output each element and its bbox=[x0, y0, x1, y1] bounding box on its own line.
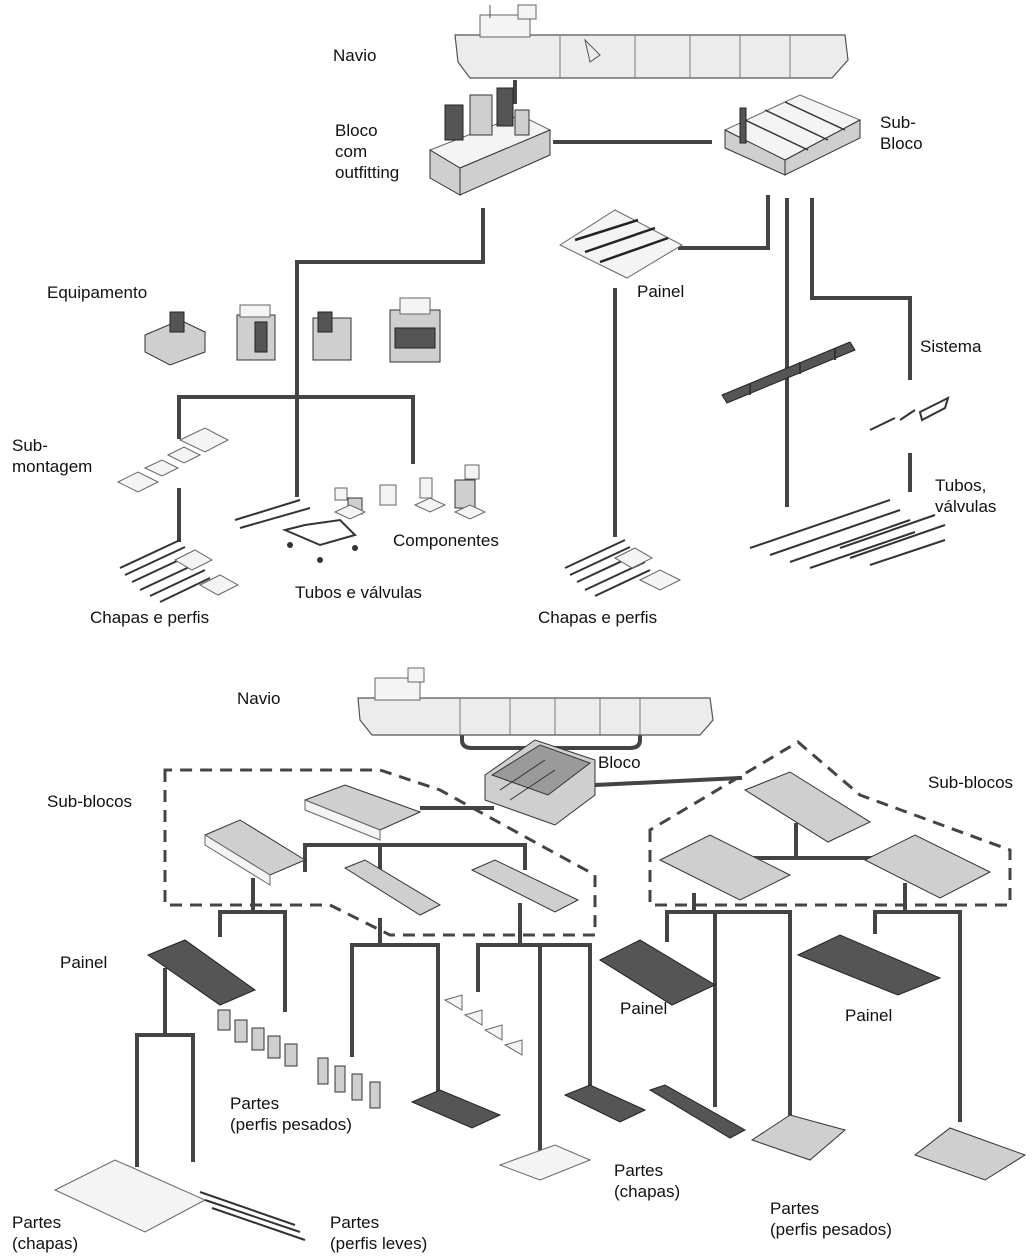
label-partes-perfis-leves: Partes (perfis leves) bbox=[330, 1212, 427, 1254]
label-componentes: Componentes bbox=[393, 530, 499, 551]
plates-profiles-mid-icon bbox=[565, 540, 680, 596]
label-sub-montagem: Sub- montagem bbox=[12, 435, 92, 477]
label-navio-top: Navio bbox=[333, 45, 376, 66]
plates-light-profiles-icons bbox=[55, 1160, 305, 1240]
label-partes-perfis-pesados-left: Partes (perfis pesados) bbox=[230, 1093, 352, 1135]
plates-profiles-left-icon bbox=[120, 540, 238, 602]
label-equipamento: Equipamento bbox=[47, 282, 147, 303]
label-painel-bottom-mid: Painel bbox=[620, 998, 667, 1019]
ship-top-icon bbox=[455, 5, 848, 78]
equipment-icons bbox=[145, 298, 440, 365]
panel-top-icon bbox=[560, 210, 682, 278]
label-tubos-valvulas-right: Tubos, válvulas bbox=[935, 475, 996, 517]
label-chapas-perfis-left: Chapas e perfis bbox=[90, 607, 209, 628]
label-sistema: Sistema bbox=[920, 336, 981, 357]
label-partes-perfis-pesados-right: Partes (perfis pesados) bbox=[770, 1198, 892, 1240]
label-tubos-e-valvulas: Tubos e válvulas bbox=[295, 582, 422, 603]
ship-bottom-icon bbox=[358, 668, 713, 735]
parts-misc-icons bbox=[412, 995, 1025, 1180]
label-sub-blocos-right: Sub-blocos bbox=[928, 772, 1013, 793]
label-painel-top: Painel bbox=[637, 281, 684, 302]
system-pipes-icon bbox=[870, 398, 948, 430]
label-partes-chapas-mid: Partes (chapas) bbox=[614, 1160, 680, 1202]
block-bottom-icon bbox=[485, 740, 595, 825]
label-painel-bottom-left: Painel bbox=[60, 952, 107, 973]
label-bloco-com-outfitting: Bloco com outfitting bbox=[335, 120, 399, 183]
sub-assembly-icon bbox=[118, 428, 228, 492]
label-sub-blocos-left: Sub-blocos bbox=[47, 791, 132, 812]
label-chapas-perfis-mid: Chapas e perfis bbox=[538, 607, 657, 628]
sub-block-icon bbox=[725, 95, 860, 175]
label-sub-bloco: Sub- Bloco bbox=[880, 112, 923, 154]
components-icon bbox=[335, 465, 485, 519]
pipes-valves-right-icon bbox=[750, 500, 945, 568]
label-navio-bottom: Navio bbox=[237, 688, 280, 709]
label-bloco: Bloco bbox=[598, 752, 641, 773]
block-outfitting-icon bbox=[430, 88, 550, 195]
label-painel-bottom-right: Painel bbox=[845, 1005, 892, 1026]
label-partes-chapas-left: Partes (chapas) bbox=[12, 1212, 78, 1254]
